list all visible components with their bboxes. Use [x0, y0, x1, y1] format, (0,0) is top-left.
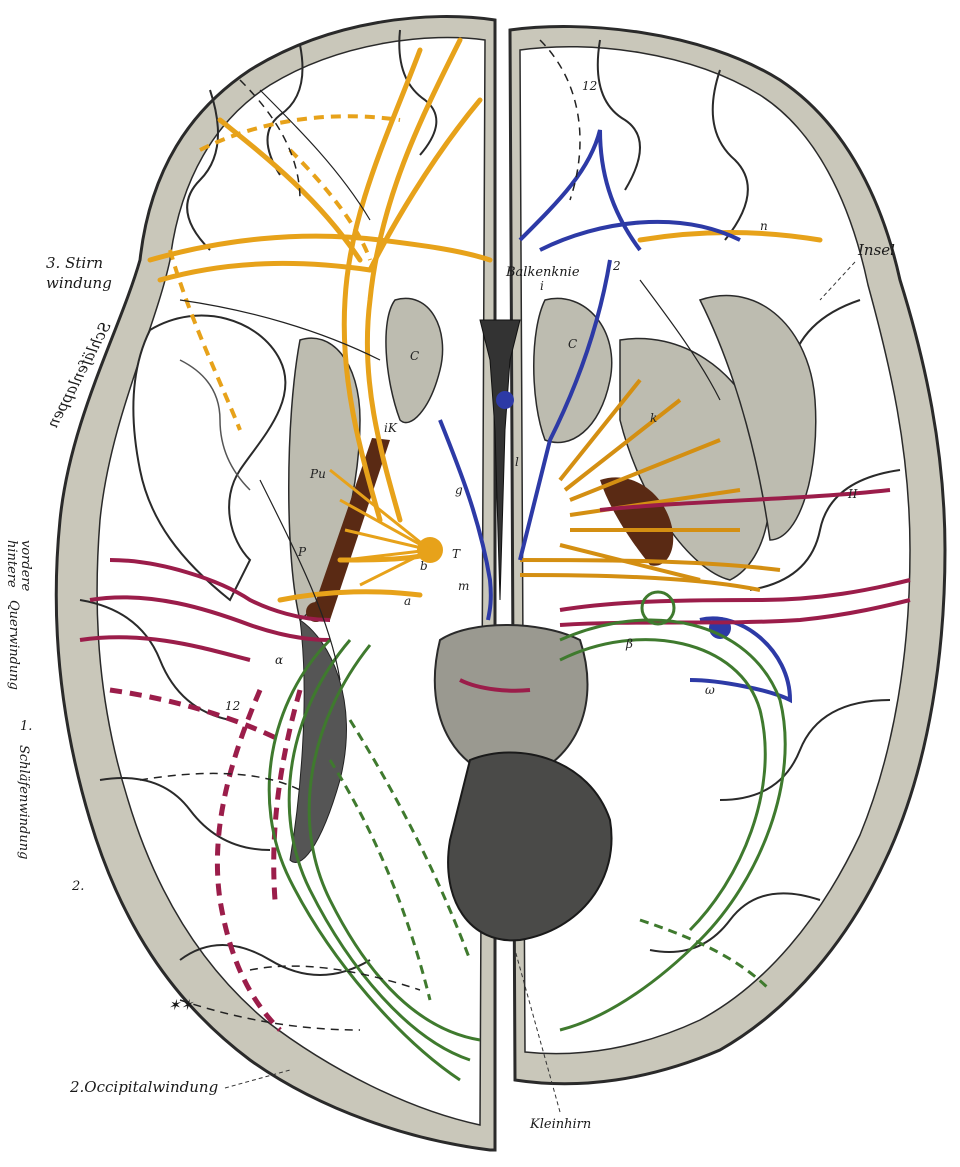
label-stirnwindung-line2: windung [46, 274, 112, 292]
deep-nuclei [288, 294, 817, 942]
symbol-a: a [404, 594, 411, 608]
label-stirnwindung-line1: 3. Stirn [46, 254, 103, 272]
ventricle [479, 319, 521, 601]
cerebellum [447, 751, 613, 942]
label-balkenknie: Balkenknie [505, 265, 580, 280]
label-kleinhirn: Kleinhirn [529, 1117, 591, 1132]
orange-fan-left [329, 468, 431, 587]
symbol-c-right: C [568, 337, 577, 351]
symbol-alpha: α [275, 653, 283, 667]
orange-radiation-right [519, 378, 781, 592]
symbol-m: m [458, 579, 469, 593]
symbol-omega: ω [705, 683, 715, 697]
symbol-12-top: 12 [582, 79, 597, 93]
symbol-n: n [760, 219, 768, 233]
kleinhirn-leader [514, 949, 561, 1113]
label-schlaefenwindung-num1: 1. [20, 719, 32, 734]
label-querwindung-3: Querwindung [6, 600, 21, 690]
symbol-annotations: iK Pu C C T P k n 12 12 2 α β ω II g l i… [225, 79, 858, 713]
orange-tracts [147, 37, 823, 603]
occipital-leader [224, 1069, 291, 1089]
symbol-l: l [515, 455, 519, 469]
symbol-b: b [420, 559, 428, 573]
symbol-t: T [452, 547, 461, 561]
insula-right [698, 294, 817, 541]
label-schlaefenwindung-num2: 2. [71, 879, 84, 894]
left-hemisphere-white-matter [96, 36, 486, 1126]
symbol-i: i [540, 279, 544, 293]
green-dashed-tracts [328, 719, 772, 1001]
caudate-left [385, 297, 444, 424]
symbol-ii: II [847, 487, 858, 501]
symbol-beta: β [625, 637, 633, 651]
label-schlaefenwindung: Schläfenwindung [16, 745, 31, 859]
label-querwindung-2: hintere [4, 540, 19, 588]
orange-dashed-tracts [168, 114, 401, 431]
symbol-k: k [650, 411, 657, 425]
symbol-p: P [297, 545, 307, 559]
label-insel: Insel [857, 241, 895, 259]
black-thin-tracts [179, 89, 721, 681]
green-tracts [267, 590, 787, 1082]
symbol-g: g [455, 483, 463, 497]
symbol-ik: iK [384, 421, 398, 435]
left-hemisphere [54, 15, 497, 1152]
temporal-lobe-fold [132, 314, 287, 602]
label-querwindung-1: vordere [18, 540, 33, 592]
midbrain [433, 624, 589, 782]
insel-leader [819, 261, 856, 301]
black-dashed-tracts [139, 39, 581, 1031]
label-stars: ✶✶ [168, 996, 195, 1014]
red-dashed-tracts [109, 687, 303, 1032]
symbol-pu: Pu [309, 467, 326, 481]
symbol-12-mid: 12 [225, 699, 240, 713]
label-occipitalwindung: 2.Occipitalwindung [69, 1078, 218, 1096]
symbol-c-left: C [410, 349, 419, 363]
symbol-2: 2 [612, 259, 621, 273]
